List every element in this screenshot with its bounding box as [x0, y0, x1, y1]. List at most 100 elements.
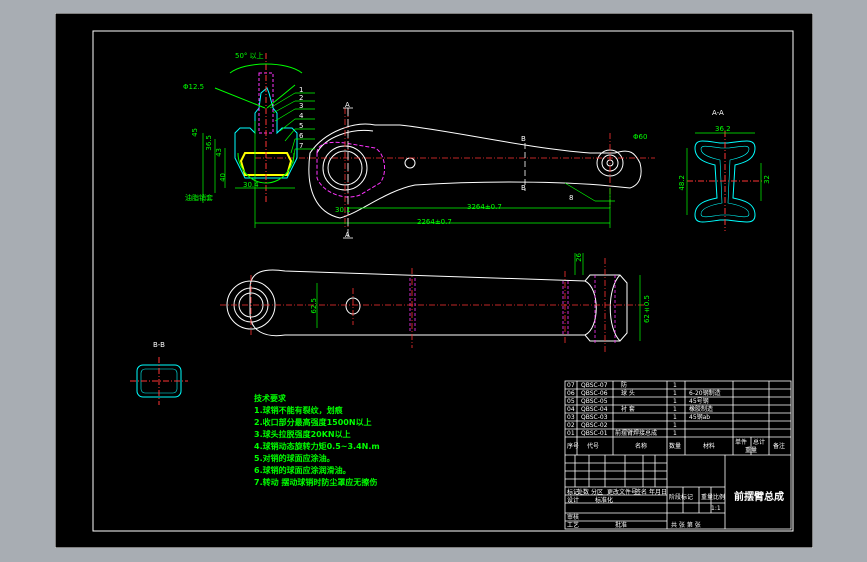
- tech-heading: 技术要求: [254, 394, 286, 403]
- section-cut-a: [343, 107, 353, 239]
- section-aa-label: A-A: [712, 109, 724, 117]
- ball-joint-detail: [214, 53, 303, 203]
- bom-code: QBSC-07: [581, 382, 608, 389]
- drawing-sheet: A-A B-B A A B B 50° 以上 Φ12.5 Φ60 45 36.5…: [55, 13, 813, 548]
- arm-top-view: [308, 123, 642, 219]
- dim-625: 62.5: [310, 298, 318, 314]
- balloon-2: 2: [299, 94, 304, 102]
- tb-process: 工艺: [567, 522, 580, 529]
- tb-weight: 重量: [701, 494, 714, 501]
- bom-header-single: 单件: [735, 439, 748, 446]
- bom-no: 03: [567, 414, 575, 421]
- dim-26: 26: [575, 253, 583, 262]
- dim-482: 48.2: [678, 175, 686, 191]
- tb-date: 年月日: [649, 489, 668, 496]
- bom-material: 45钢ab: [689, 414, 711, 421]
- tech-item: 7.转动 摆动球销时防尘罩应无擦伤: [254, 478, 378, 487]
- section-bb-view: [130, 357, 188, 405]
- dim-43: 43: [215, 148, 223, 157]
- balloon-8: 8: [569, 194, 574, 202]
- bom-no: 06: [567, 390, 575, 397]
- inner-frame: [92, 30, 794, 532]
- balloon-6: 6: [299, 132, 304, 140]
- bom-material: 6-20钢制造: [689, 390, 721, 397]
- tb-zone: 分区: [591, 489, 604, 496]
- bom-header-code: 代号: [587, 443, 600, 450]
- bom-material: 橡胶制造: [689, 406, 714, 413]
- bom-no: 05: [567, 398, 575, 405]
- bom-material: 45号钢: [689, 398, 709, 405]
- tb-scale: 1:1: [711, 505, 721, 512]
- bom-no: 04: [567, 406, 575, 413]
- cut-b-bottom-label: B: [521, 184, 526, 192]
- bom-qty: 1: [673, 414, 677, 421]
- bom-header-no: 序号: [567, 443, 580, 450]
- balloon-1: 1: [299, 86, 304, 94]
- cut-a-top-label: A: [345, 101, 350, 109]
- tb-count: 处数: [577, 489, 590, 496]
- dim-365: 36.5: [205, 135, 213, 151]
- tb-ratio: 比例: [713, 494, 726, 501]
- tb-approve: 批准: [615, 522, 628, 529]
- leader-lines: [269, 92, 615, 202]
- tech-item: 6.球销的球面应涂润滑油。: [254, 466, 351, 475]
- balloon-5: 5: [299, 122, 304, 130]
- balloon-3: 3: [299, 102, 304, 110]
- tech-item: 4.球销动态旋转力矩0.5~3.4N.m: [254, 442, 380, 451]
- bom-code: QBSC-03: [581, 414, 608, 421]
- dim-304: 30.4: [243, 181, 259, 189]
- dim-362: 36.2: [715, 125, 731, 133]
- bom-header-name: 名称: [635, 443, 648, 450]
- tech-item: 1.球销不能有裂纹，划痕: [254, 406, 343, 415]
- label-grease: 油脂销套: [185, 194, 213, 202]
- bom-no: 01: [567, 430, 575, 437]
- centerlines-top: [255, 108, 655, 228]
- small-hole: [404, 157, 416, 169]
- bom-name: 球 头: [621, 390, 635, 397]
- outer-frame: [55, 13, 813, 548]
- bom-qty: 1: [673, 390, 677, 397]
- centerlines-front: [220, 258, 645, 353]
- tb-mark: 标记: [567, 489, 580, 496]
- bom-header-note: 备注: [773, 443, 786, 450]
- dim-d-right: Φ60: [633, 133, 648, 141]
- bom-header-total: 总计: [753, 439, 766, 446]
- bom-no: 02: [567, 422, 575, 429]
- dim-624: 62±0.5: [643, 295, 651, 324]
- dim-d-left: Φ12.5: [183, 83, 205, 91]
- tb-standard: 标准化: [595, 497, 614, 504]
- tb-sign: 签名: [635, 489, 648, 496]
- arm-front-view: [226, 269, 628, 342]
- bom-qty: 1: [673, 382, 677, 389]
- tb-design: 设计: [567, 497, 580, 504]
- tb-review: 审核: [567, 514, 580, 521]
- dim-301: 30.1: [335, 206, 351, 214]
- tech-item: 5.对销的球面应涂油。: [254, 454, 335, 463]
- tech-item: 2.收口部分最高强度1500N以上: [254, 418, 372, 427]
- arm-eye-left: [316, 141, 386, 198]
- bom-no: 07: [567, 382, 575, 389]
- dim-2264: 2264±0.7: [417, 218, 452, 226]
- dim-45: 45: [191, 128, 199, 137]
- bom-code: QBSC-02: [581, 422, 608, 429]
- section-bb-label: B-B: [153, 341, 165, 349]
- dim-40: 40: [219, 173, 227, 182]
- bom-header-material: 材料: [703, 443, 716, 450]
- bom-code: QBSC-04: [581, 406, 608, 413]
- bom-qty: 1: [673, 422, 677, 429]
- dim-3264: 3264±0.7: [467, 203, 502, 211]
- bom-header-qty: 数量: [669, 443, 682, 450]
- drawing-title: 前摆臂总成: [734, 492, 784, 503]
- bom-name: 衬 套: [621, 406, 635, 413]
- bom-header-weight: 重量: [745, 447, 758, 454]
- bom-name: 前摆臂焊接总成: [615, 430, 658, 437]
- bom-qty: 1: [673, 406, 677, 413]
- bom-qty: 1: [673, 398, 677, 405]
- bom-qty: 1: [673, 430, 677, 437]
- bom-name: 防: [621, 382, 628, 389]
- section-aa-view: [686, 131, 763, 231]
- cad-drawing: [55, 13, 813, 548]
- tb-stage: 阶段标记: [669, 494, 694, 501]
- dim-angle: 50° 以上: [235, 52, 264, 60]
- tech-item: 3.球头拉脱强度20KN以上: [254, 430, 351, 439]
